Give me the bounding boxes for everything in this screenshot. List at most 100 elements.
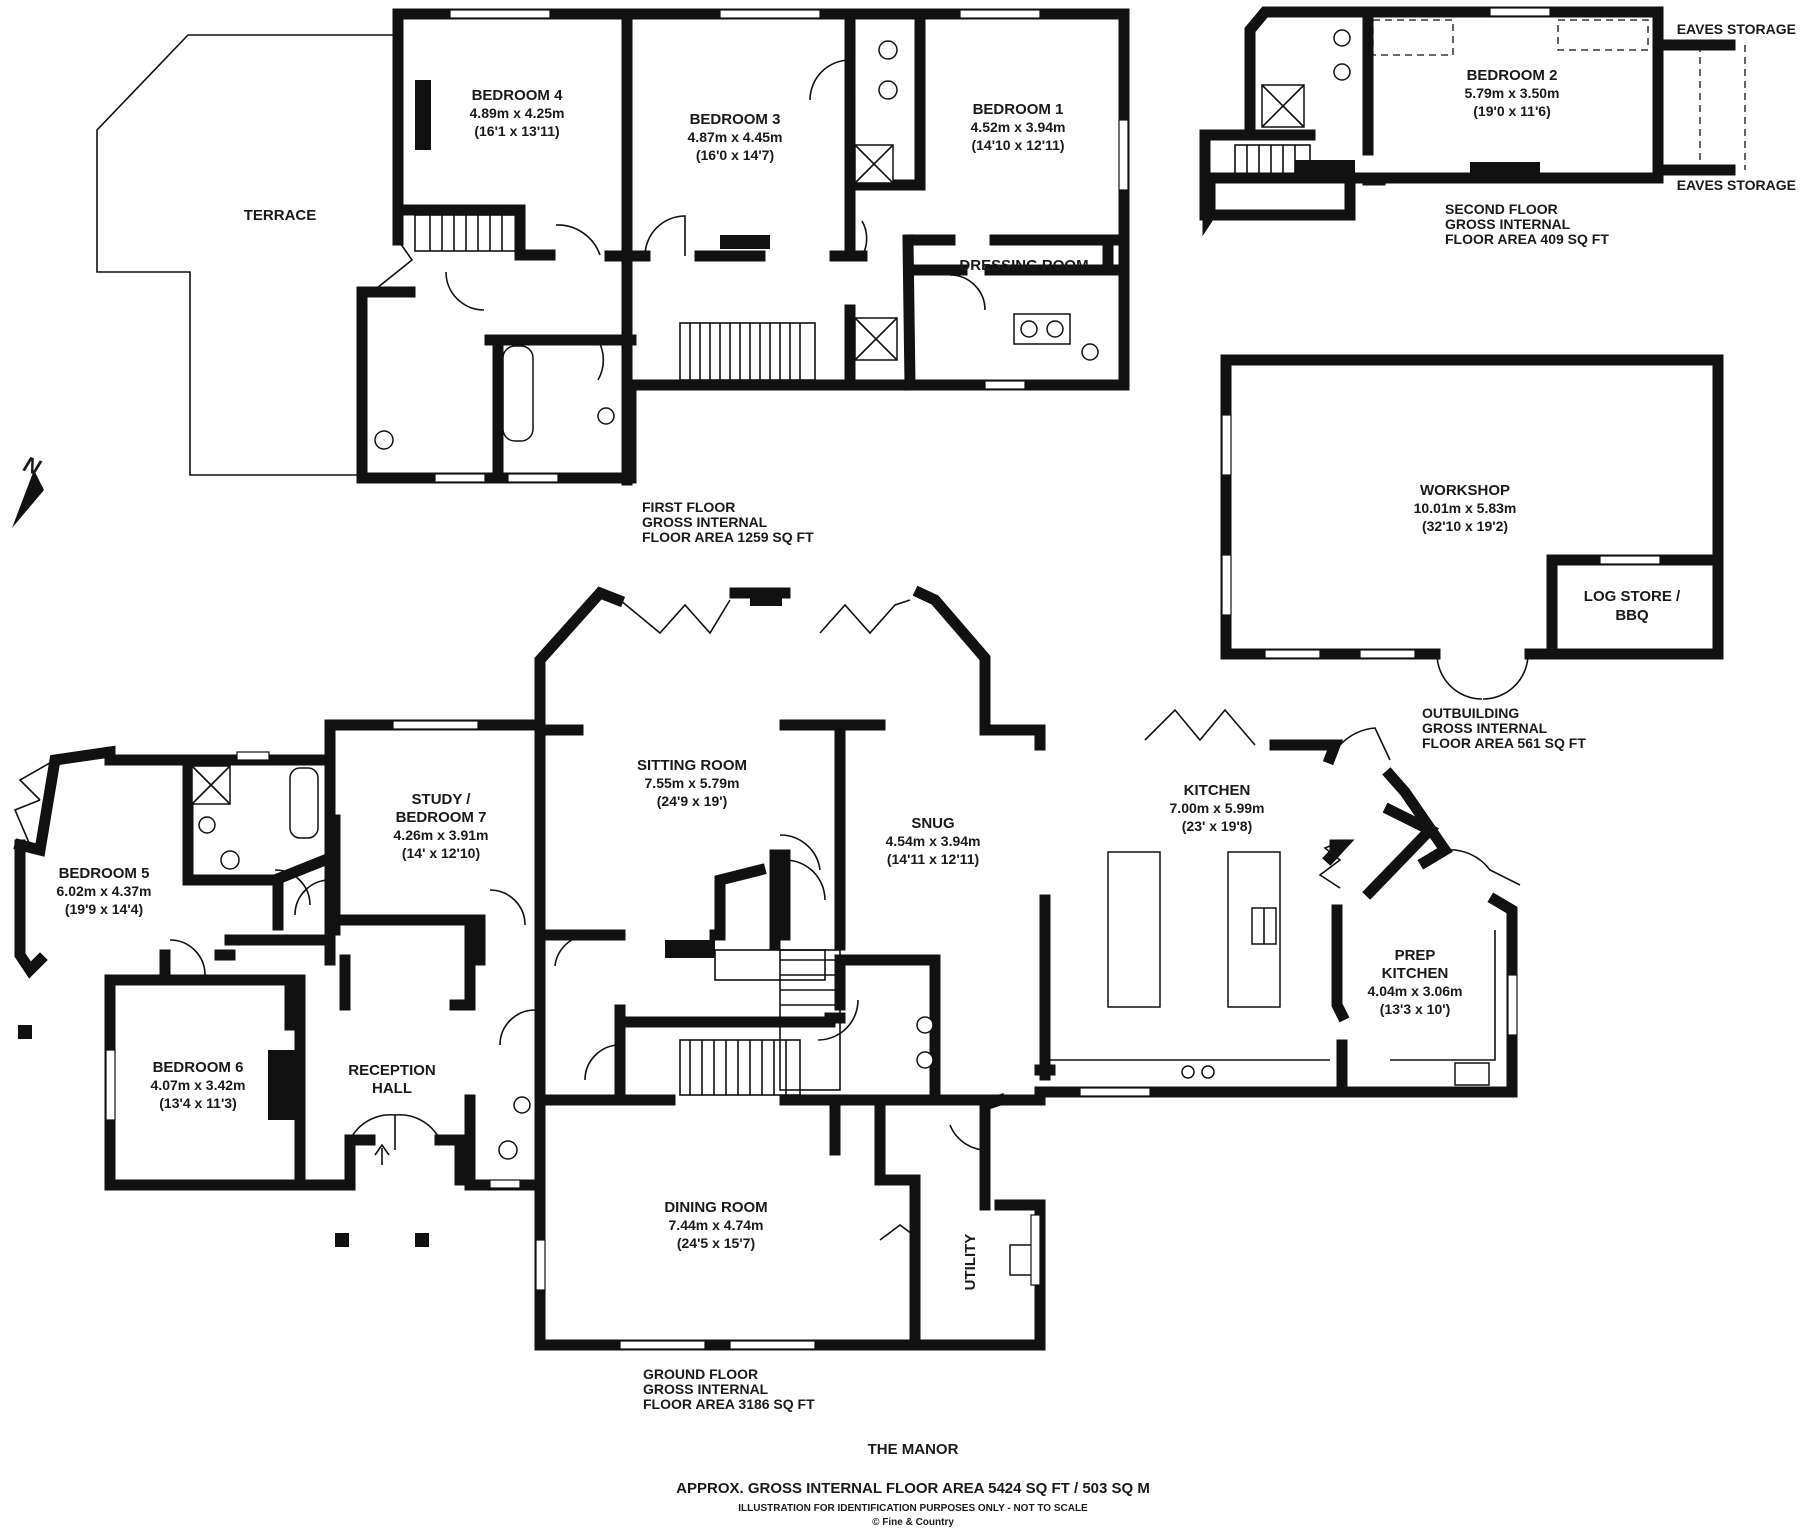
room-dims-imperial-bedroom-3: (16'0 x 14'7) [696,147,774,163]
ground-stair-treads [689,959,840,1095]
second-floor-title: SECOND FLOOR [1445,201,1558,217]
room-dims-imperial-study: (14' x 12'10) [402,845,480,861]
entrance-arrow-icon [374,1143,390,1165]
first-floor-title: FIRST FLOOR [642,499,735,515]
ground-floor-inner-walls [13,719,1440,1351]
room-label-eaves-storage-bottom: EAVES STORAGE [1677,177,1796,193]
room-label-bbq: BBQ [1615,607,1649,624]
room-label-sitting-room: SITTING ROOM [637,757,747,774]
room-dims-study: 4.26m x 3.91m [394,827,489,843]
room-label-dressing-room: DRESSING ROOM [959,257,1088,274]
room-dims-imperial-bedroom-5: (19'9 x 14'4) [65,901,143,917]
room-dims-sitting-room: 7.55m x 5.79m [645,775,740,791]
fireplace-icon [720,235,770,249]
first-floor-fixtures [374,40,1355,450]
copyright: © Fine & Country [872,1517,954,1528]
toilet-icon [498,1140,518,1160]
ground-floor-title: GROUND FLOOR [643,1366,758,1382]
room-dims-bedroom-5: 6.02m x 4.37m [57,883,152,899]
room-label-bedroom-7: BEDROOM 7 [396,809,487,826]
outbuilding-outer-wall [1220,354,1724,660]
room-dims-prep-kitchen: 4.04m x 3.06m [1368,983,1463,999]
basin-icon [374,430,394,450]
first-floor-subtitle: GROSS INTERNAL [642,514,768,530]
room-dims-imperial-kitchen: (23' x 19'8) [1182,818,1252,834]
ground-floor-plan: SITTING ROOM 7.55m x 5.79m (24'9 x 19') … [13,585,1521,1412]
room-dims-imperial-prep-kitchen: (13'3 x 10') [1380,1001,1450,1017]
room-label-bedroom-2: BEDROOM 2 [1467,67,1558,84]
room-label-study: STUDY / [412,791,472,808]
room-label-workshop: WORKSHOP [1420,482,1510,499]
disclaimer: ILLUSTRATION FOR IDENTIFICATION PURPOSES… [738,1503,1088,1514]
room-label-bedroom-4: BEDROOM 4 [472,87,564,104]
kitchen-counters [1050,930,1496,1061]
basin-icon [1333,63,1351,81]
toilet-icon [916,1016,934,1034]
room-dims-imperial-sitting-room: (24'9 x 19') [657,793,727,809]
north-arrow: N [12,451,45,528]
room-label-bedroom-6: BEDROOM 6 [153,1059,244,1076]
fireplace-icon [268,1050,296,1120]
room-label-bedroom-3: BEDROOM 3 [690,111,781,128]
outbuilding-doors [1436,653,1529,700]
room-dims-kitchen: 7.00m x 5.99m [1170,800,1265,816]
outbuilding-subtitle: GROSS INTERNAL [1422,720,1548,736]
total-floor-area: APPROX. GROSS INTERNAL FLOOR AREA 5424 S… [676,1480,1150,1497]
room-label-dining-room: DINING ROOM [664,1199,767,1216]
room-dims-bedroom-6: 4.07m x 3.42m [151,1077,246,1093]
room-label-terrace: TERRACE [244,207,317,224]
room-dims-workshop: 10.01m x 5.83m [1414,500,1517,516]
basin-icon [220,850,240,870]
prep-sink-icon [1454,1062,1490,1086]
pillar-block [415,1233,429,1247]
toilet-icon [1081,343,1099,361]
ground-floor-subtitle: GROSS INTERNAL [643,1381,769,1397]
hob-icon [1181,1065,1195,1079]
room-dims-bedroom-4: 4.89m x 4.25m [470,105,565,121]
first-floor-inner-walls [392,8,1130,486]
bathtub-icon [289,767,319,839]
pillar-block [335,1233,349,1247]
room-dims-imperial-snug: (14'11 x 12'11) [887,851,979,867]
fireplace-icon [665,940,715,958]
first-floor-area: FLOOR AREA 1259 SQ FT [642,529,814,545]
utility-sink-icon [1009,1244,1033,1276]
fireplace-icon [1470,162,1540,176]
first-floor-stairs [414,214,816,381]
room-label-utility: UTILITY [962,1234,979,1291]
second-floor-subtitle: GROSS INTERNAL [1445,216,1571,232]
room-label-snug: SNUG [911,815,954,832]
room-label-prep: PREP [1395,947,1436,964]
stair-treads [429,215,801,380]
second-floor-area: FLOOR AREA 409 SQ FT [1445,231,1609,247]
room-label-bedroom-5: BEDROOM 5 [59,865,150,882]
toilet-icon [198,816,216,834]
north-label: N [20,451,45,480]
room-label-kitchen: KITCHEN [1184,782,1251,799]
kitchen-island-left [1107,851,1161,1008]
basin-icon [513,1096,531,1114]
first-floor-plan: TERRACE BEDROOM 4 4.89m x 4.25m (16'1 x … [96,8,1355,545]
outbuilding-plan: WORKSHOP 10.01m x 5.83m (32'10 x 19'2) L… [1220,354,1724,751]
ground-floor-area: FLOOR AREA 3186 SQ FT [643,1396,815,1412]
toilet-icon [1333,29,1351,47]
room-dims-imperial-bedroom-6: (13'4 x 11'3) [159,1095,237,1111]
second-floor-dormer [1372,19,1454,56]
bathtub-icon [502,345,534,442]
outbuilding-title: OUTBUILDING [1422,705,1519,721]
room-label-log-store: LOG STORE / [1584,588,1681,605]
basin-icon [878,80,898,100]
outbuilding-inner-walls [1546,554,1724,660]
room-dims-bedroom-2: 5.79m x 3.50m [1465,85,1560,101]
room-dims-bedroom-3: 4.87m x 4.45m [688,129,783,145]
room-dims-imperial-bedroom-1: (14'10 x 12'11) [971,137,1064,153]
second-floor-walls [1199,6,1736,221]
north-arrow-icon [12,470,44,528]
room-dims-imperial-workshop: (32'10 x 19'2) [1422,518,1508,534]
ground-floor-windows [105,720,1518,1350]
fireplace-icon [415,80,431,150]
outbuilding-area: FLOOR AREA 561 SQ FT [1422,735,1586,751]
basin-icon [916,1051,934,1069]
room-dims-imperial-bedroom-2: (19'0 x 11'6) [1473,103,1551,119]
